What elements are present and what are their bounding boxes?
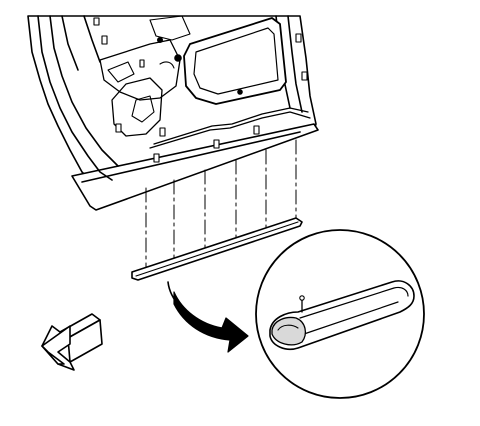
- door-inner-panel: [27, 15, 319, 211]
- direction-arrow-outboard: [41, 313, 103, 371]
- magnified-detail-circle: [255, 229, 425, 399]
- curved-callout-arrow: [167, 281, 249, 353]
- edge-trim-detail: [269, 280, 415, 351]
- water-deflector-strip: [131, 139, 303, 281]
